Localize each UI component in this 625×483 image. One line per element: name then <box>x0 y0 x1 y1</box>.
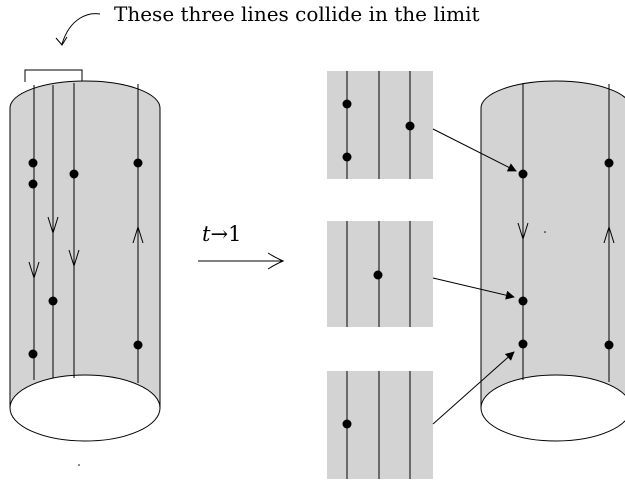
mapping-arrow-top <box>432 128 517 172</box>
limit-value: 1 <box>228 222 242 246</box>
mapping-arrow-bottom <box>432 351 515 425</box>
right-point <box>604 340 614 350</box>
right-point <box>604 158 614 168</box>
left-cylinder <box>9 80 161 442</box>
left-point <box>133 158 143 168</box>
limit-arrow-symbol: → <box>210 222 229 246</box>
left-down-arrow-3 <box>68 249 80 268</box>
left-down-arrow-1 <box>28 261 40 280</box>
zoom-point <box>342 99 352 109</box>
mapping-arrows <box>432 128 517 425</box>
right-point <box>518 296 528 306</box>
annotation-curved-arrow <box>61 13 101 45</box>
limit-arrow <box>198 252 285 270</box>
right-down-arrow <box>517 222 529 241</box>
right-up-arrow <box>603 225 615 244</box>
limit-variable: t <box>202 222 211 246</box>
zoom-point <box>342 152 352 162</box>
zoom-point <box>405 121 415 131</box>
left-point <box>28 349 38 359</box>
left-point <box>48 296 58 306</box>
left-cylinder-bottom-opening <box>9 374 161 442</box>
left-point <box>133 340 143 350</box>
right-cylinder-bottom-opening <box>480 374 625 442</box>
annotation-text: These three lines collide in the limit <box>114 2 480 26</box>
left-point <box>28 179 38 189</box>
zoom-square-bottom <box>327 371 433 479</box>
zoom-square-top <box>327 71 433 179</box>
stray-dot <box>78 464 80 466</box>
left-down-arrow-2 <box>47 216 59 235</box>
left-up-arrow <box>132 225 144 244</box>
zoom-point <box>373 270 383 280</box>
annotation-arrowhead <box>55 36 68 46</box>
annotation-bracket <box>24 69 83 82</box>
stray-dot <box>544 231 546 233</box>
zoom-point <box>342 419 352 429</box>
right-cylinder-body <box>480 80 625 409</box>
right-cylinder <box>480 80 625 442</box>
right-point <box>518 339 528 349</box>
left-cylinder-body <box>9 80 161 409</box>
left-point <box>69 169 79 179</box>
mapping-arrow-middle <box>432 277 515 300</box>
limit-label: t→1 <box>202 222 241 246</box>
zoom-square-middle <box>327 221 433 327</box>
left-point <box>28 158 38 168</box>
annotation-pointer <box>24 13 101 82</box>
right-point <box>518 169 528 179</box>
